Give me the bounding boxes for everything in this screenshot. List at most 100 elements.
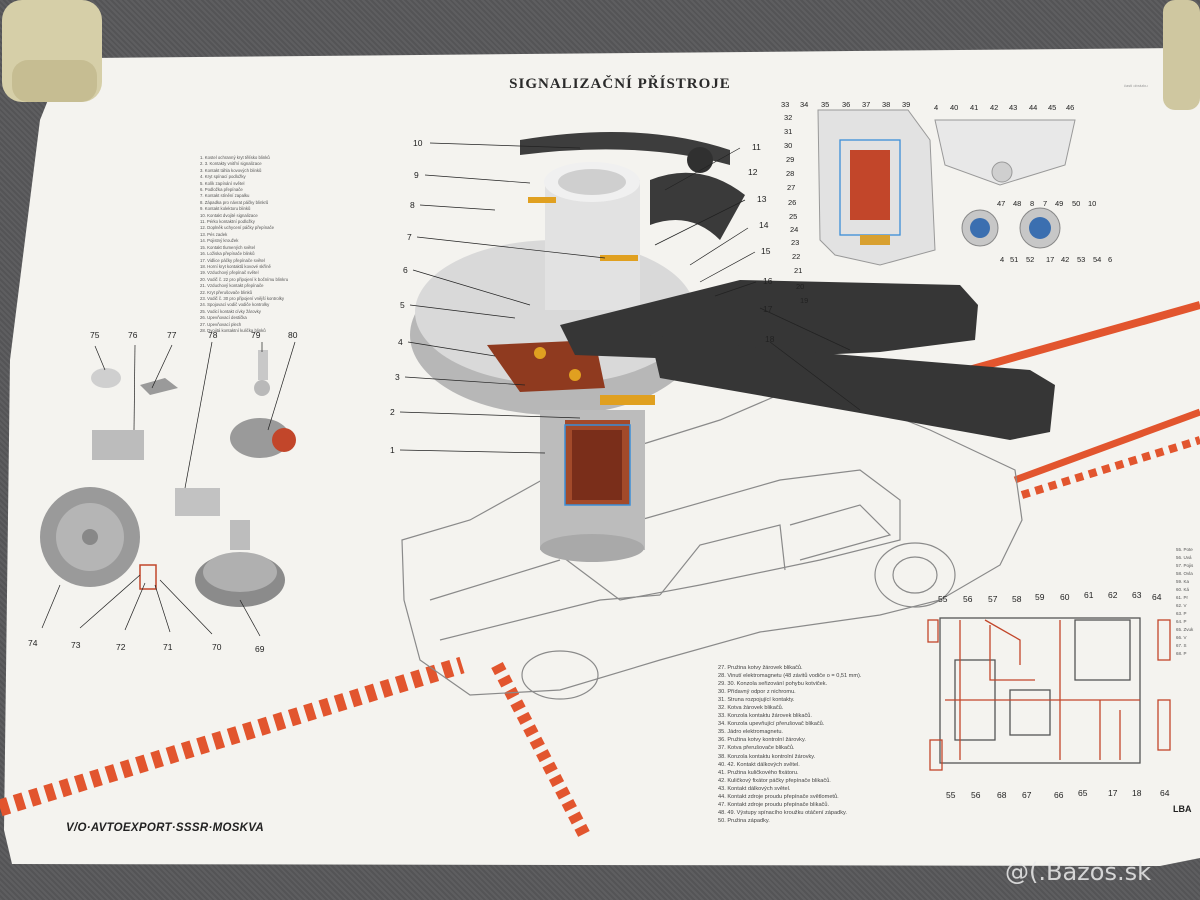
legend-item: 43. Kontakt dálkových světel.	[718, 785, 791, 792]
legend-item: 68. P	[1176, 651, 1187, 656]
legend-item: 17. Vidlice páčky přepínače světel	[200, 257, 265, 263]
svg-text:79: 79	[251, 330, 261, 340]
legend-item: 66. V	[1176, 635, 1187, 640]
legend-item: 67. S	[1176, 643, 1187, 648]
legend-item: 25. Vodicí kontakt cívky žárovky	[200, 308, 261, 314]
legend-item: 31. Struna rozpojující kontakty.	[718, 697, 795, 704]
svg-text:46: 46	[1066, 103, 1074, 112]
svg-text:40: 40	[950, 103, 958, 112]
legend-item: 1. Kostel ochranný kryt tělísko blinků	[200, 155, 270, 160]
svg-text:27: 27	[787, 183, 795, 192]
callout-wiring-top: 55 56 57 58 59 60 61 62 63 64	[938, 590, 1162, 604]
parts-left	[40, 350, 296, 607]
legend-item: 29. 30. Konzola seřizování pohybu kotvič…	[718, 681, 828, 688]
svg-text:53: 53	[1077, 255, 1085, 264]
red-stripe-bottom-left	[0, 656, 465, 817]
svg-text:12: 12	[748, 167, 758, 177]
svg-text:19: 19	[800, 296, 808, 305]
svg-text:63: 63	[1132, 590, 1142, 600]
svg-text:10: 10	[413, 138, 423, 148]
svg-text:75: 75	[90, 330, 100, 340]
svg-text:33: 33	[781, 100, 789, 109]
legend-item: 9. Kontakt kolektoru blinků	[200, 206, 251, 212]
legend-item: 5. Kolík zapínání světel	[200, 180, 245, 186]
svg-text:76: 76	[128, 330, 138, 340]
callout-relay-left: 32 31 30 29 28 27 26 25 24 23 22 21 20 1…	[784, 113, 808, 305]
corner-logo: LBA	[1173, 804, 1192, 814]
svg-text:11: 11	[752, 142, 761, 152]
legend-item: 30. Přídavný odpor z nichromu.	[718, 689, 796, 696]
callout-wiring-bottom: 55 56 68 67 66 65 17 18 64	[946, 788, 1170, 800]
poster-title: SIGNALIZAČNÍ PŘÍSTROJE	[509, 76, 731, 92]
rolled-tube-right	[1163, 0, 1200, 110]
switch-top-view	[934, 119, 1076, 186]
legend-left: 1. Kostel ochranný kryt tělísko blinků 2…	[200, 155, 380, 334]
svg-text:74: 74	[28, 638, 38, 648]
legend-item: 23. Vodič č. 30 pro připojení vnější kon…	[200, 295, 285, 301]
svg-text:70: 70	[212, 642, 222, 652]
svg-text:7: 7	[407, 232, 412, 242]
svg-text:17: 17	[763, 304, 773, 314]
legend-item: 2. 3. Kontakty vnitřní signalizace	[200, 161, 262, 167]
svg-text:23: 23	[791, 238, 799, 247]
svg-text:18: 18	[1132, 788, 1142, 798]
svg-text:72: 72	[116, 642, 126, 652]
svg-text:4: 4	[1000, 255, 1004, 264]
svg-text:1: 1	[390, 445, 395, 455]
svg-text:17: 17	[1108, 788, 1118, 798]
svg-text:3: 3	[395, 372, 400, 382]
legend-item: 4. Kryt spínací podložky	[200, 174, 246, 180]
legend-item: 21. Vzduchový kontakt přepínače	[200, 283, 264, 289]
svg-text:18: 18	[765, 334, 775, 344]
legend-item: 62. V	[1176, 603, 1187, 608]
legend-item: 20. Vodič č. 22 pro připojení k bočnímu …	[200, 276, 289, 282]
svg-text:41: 41	[970, 103, 978, 112]
svg-text:8: 8	[410, 200, 415, 210]
site-watermark: @(.Bazos.sk	[1005, 858, 1151, 886]
svg-text:6: 6	[1108, 255, 1112, 264]
legend-item: 59. Ka	[1176, 579, 1190, 584]
svg-text:47: 47	[997, 199, 1005, 208]
legend-item: 3. Kontakt táhla kovových blinků	[200, 167, 262, 173]
svg-text:24: 24	[790, 225, 798, 234]
svg-text:49: 49	[1055, 199, 1063, 208]
legend-item: 55. Pote	[1176, 547, 1193, 552]
legend-item: 34. Konzola upevňující přerušovač blikač…	[718, 721, 825, 728]
legend-item: 15. Kontakt tlumených světel	[200, 244, 255, 250]
svg-text:52: 52	[1026, 255, 1034, 264]
publisher-line: V/O·AVTOEXPORT·SSSR·MOSKVA	[66, 822, 264, 834]
legend-item: 63. P	[1176, 611, 1187, 616]
svg-text:37: 37	[862, 100, 870, 109]
legend-item: 24. Spojovací vodič vodiče kontrolky	[200, 302, 270, 308]
legend-item: 50. Pružina západky.	[718, 817, 770, 824]
svg-text:6: 6	[403, 265, 408, 275]
svg-text:13: 13	[757, 194, 767, 204]
svg-text:73: 73	[71, 640, 81, 650]
svg-text:29: 29	[786, 155, 794, 164]
svg-text:67: 67	[1022, 790, 1032, 800]
rolled-tube-left	[2, 0, 102, 102]
legend-item: 48. 49. Výstupy spínacího kroužku otáčen…	[718, 809, 847, 816]
legend-item: 47. Kontakt zdroje proudu přepínače blik…	[718, 801, 830, 808]
callout-relay-top: 33 34 35 36 37 38 39	[781, 100, 910, 109]
legend-item: 6. Podložka přepínače	[200, 187, 243, 193]
svg-text:44: 44	[1029, 103, 1037, 112]
switch-detail-right	[1019, 207, 1061, 249]
legend-bottom: 27. Pružina kotvy žárovek blikačů. 28. V…	[718, 664, 898, 825]
svg-text:64: 64	[1160, 788, 1170, 798]
svg-text:5: 5	[400, 300, 405, 310]
car-outline	[401, 389, 1023, 700]
svg-text:60: 60	[1060, 592, 1070, 602]
svg-text:65: 65	[1078, 788, 1088, 798]
svg-text:2: 2	[390, 407, 395, 417]
callout-switch-top: 4 40 41 42 43 44 45 46	[934, 103, 1074, 112]
svg-text:35: 35	[821, 100, 829, 109]
svg-text:50: 50	[1072, 199, 1080, 208]
svg-text:4: 4	[934, 103, 938, 112]
legend-item: 18. Horní kryt kontaktů kovové skříně	[200, 263, 271, 269]
svg-text:34: 34	[800, 100, 808, 109]
legend-item: 16. Ložiska přepínače blinků	[200, 251, 255, 257]
svg-text:4: 4	[398, 337, 403, 347]
legend-item: 19. Vzduchový přepínač světel	[200, 270, 259, 276]
